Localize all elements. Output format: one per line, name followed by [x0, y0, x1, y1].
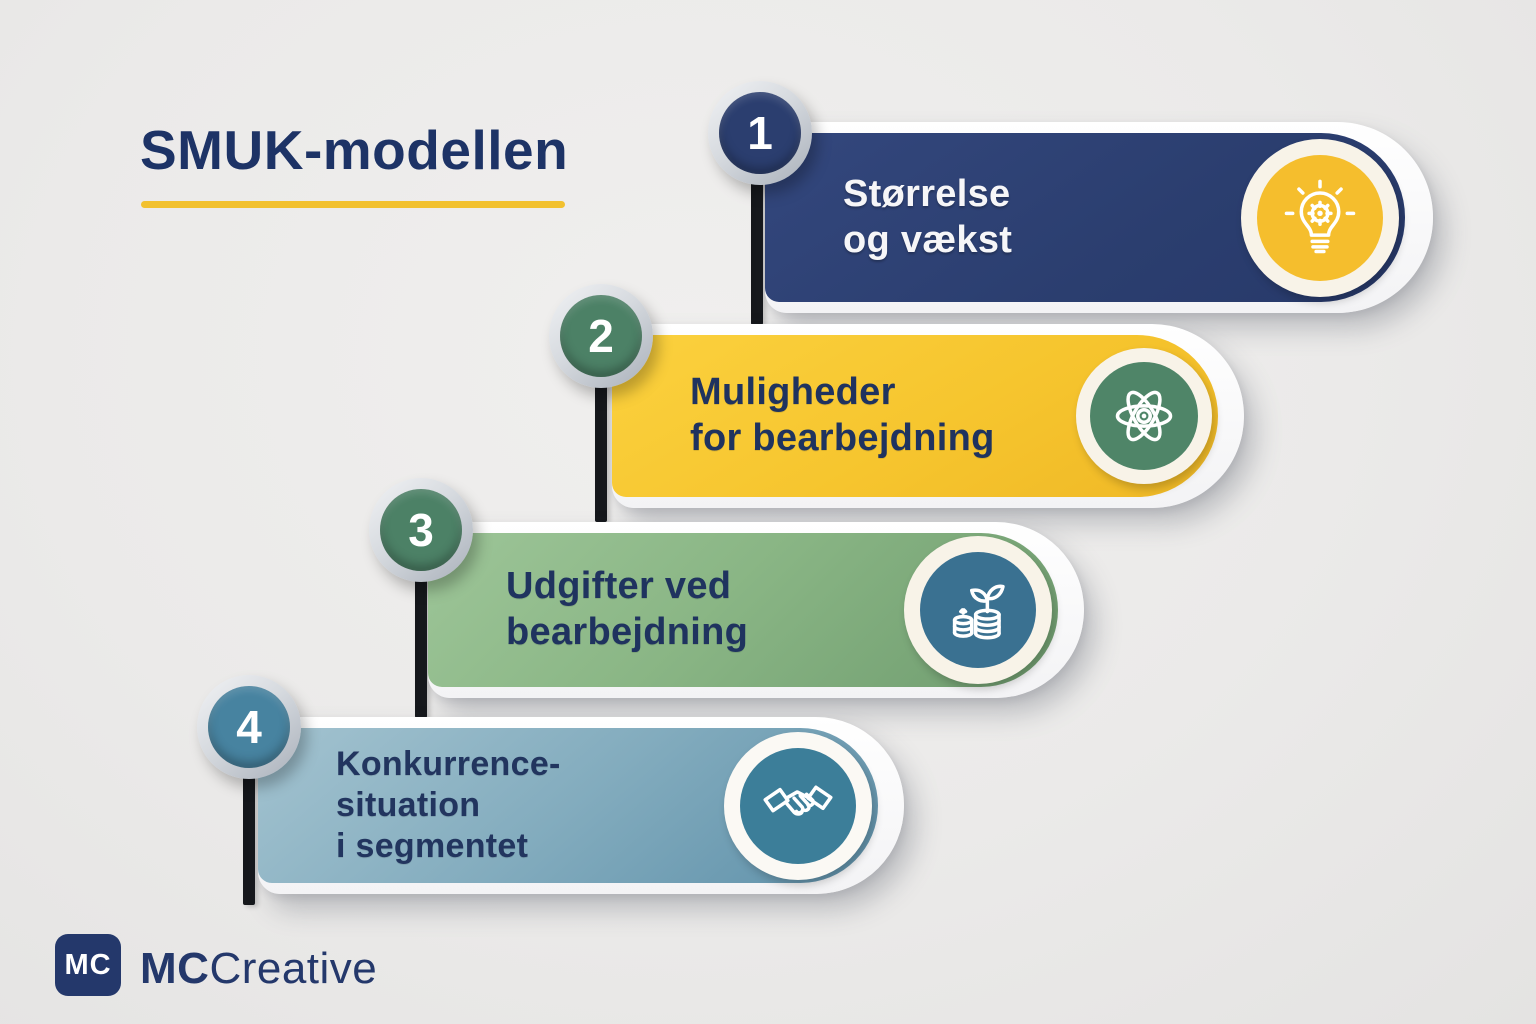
icon-medallion-3	[904, 536, 1052, 684]
step-bar-4: Konkurrence- situation i segmentet	[258, 728, 878, 883]
step-label-3-line-1: Udgifter ved	[506, 565, 732, 608]
step-label-3-line-2: bearbejdning	[506, 611, 749, 653]
icon-medallion-4	[724, 731, 872, 880]
step-number-3: 3	[380, 489, 462, 571]
step-card-3: Udgifter ved bearbejdning	[428, 522, 1084, 698]
step-number-1: 1	[719, 92, 801, 174]
step-bar-1: Størrelse og vækst	[765, 133, 1405, 302]
step-label-1-line-2: og vækst	[843, 218, 1013, 261]
step-number-badge-1: 1	[708, 81, 812, 185]
step-label-1-line-1: Størrelse	[843, 172, 1011, 215]
logo-wordmark: MCCreative	[140, 944, 377, 994]
step-number-badge-4: 4	[197, 675, 301, 779]
step-number-badge-2: 2	[549, 284, 653, 388]
step-card-1: Størrelse og vækst	[765, 122, 1433, 313]
step-card-2: Muligheder for bearbejdning	[612, 324, 1244, 508]
step-number-2: 2	[560, 295, 642, 377]
connector-line-1	[751, 140, 763, 325]
title-underline	[141, 201, 565, 208]
connector-line-2	[595, 345, 607, 522]
lightbulb-gear-icon	[1257, 154, 1383, 281]
step-label-4-line-1: Konkurrence-	[336, 745, 561, 784]
logo-wordmark-light: Creative	[209, 944, 378, 993]
step-label-4-line-2: situation	[336, 786, 481, 825]
step-label-4: Konkurrence- situation i segmentet	[258, 744, 561, 866]
step-label-2: Muligheder for bearbejdning	[612, 370, 995, 461]
icon-medallion-1	[1241, 138, 1399, 297]
step-label-4-line-3: i segmentet	[336, 826, 529, 865]
connector-line-3	[415, 540, 427, 718]
logo-wordmark-bold: MC	[140, 944, 210, 993]
step-label-2-line-1: Muligheder	[690, 371, 896, 414]
logo-mark: MC	[55, 934, 121, 996]
atom-icon	[1090, 362, 1198, 470]
icon-medallion-2	[1076, 348, 1212, 484]
logo-mark-text: MC	[64, 948, 112, 981]
handshake-icon	[740, 747, 856, 864]
step-number-4: 4	[208, 686, 290, 768]
step-bar-2: Muligheder for bearbejdning	[612, 335, 1218, 497]
step-bar-3: Udgifter ved bearbejdning	[428, 533, 1058, 687]
step-label-3: Udgifter ved bearbejdning	[428, 564, 748, 655]
step-label-2-line-2: for bearbejdning	[690, 417, 995, 459]
step-number-badge-3: 3	[369, 478, 473, 582]
step-card-4: Konkurrence- situation i segmentet	[258, 717, 904, 894]
coins-growth-icon	[920, 552, 1036, 668]
page-title: SMUK-modellen	[140, 119, 569, 181]
step-label-1: Størrelse og vækst	[765, 172, 1012, 263]
